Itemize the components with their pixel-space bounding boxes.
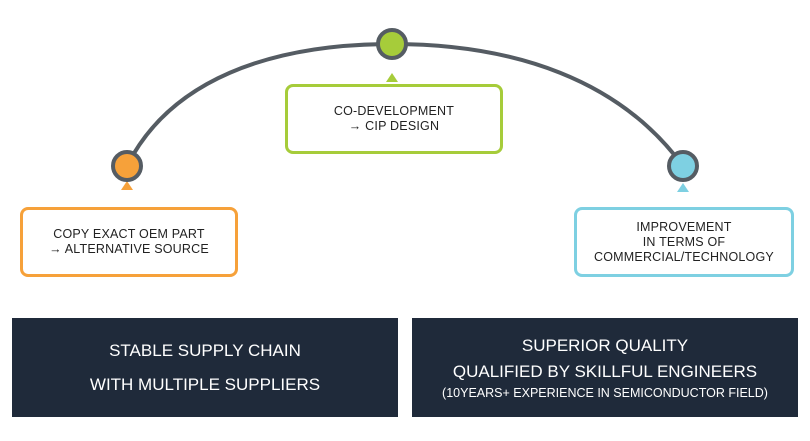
stage-card-improvement: IMPROVEMENT IN TERMS OF COMMERCIAL/TECHN…: [574, 207, 794, 277]
stage-card-copy-oem: COPY EXACT OEM PART → ALTERNATIVE SOURCE: [20, 207, 238, 277]
panel-supply-chain-line1: STABLE SUPPLY CHAIN: [109, 340, 301, 360]
stage-card-improvement-line3: COMMERCIAL/TECHNOLOGY: [594, 249, 774, 264]
stage-card-copy-oem-line1: COPY EXACT OEM PART: [53, 227, 205, 241]
left-node: [111, 150, 143, 182]
panel-quality: SUPERIOR QUALITY QUALIFIED BY SKILLFUL E…: [412, 318, 798, 417]
stage-card-co-development: CO-DEVELOPMENT → CIP DESIGN: [285, 84, 503, 154]
panel-supply-chain-line2: WITH MULTIPLE SUPPLIERS: [89, 374, 321, 394]
stage-card-copy-oem-line2: → ALTERNATIVE SOURCE: [49, 242, 209, 256]
center-card-pointer: [386, 73, 398, 82]
center-node: [376, 28, 408, 60]
panel-quality-line2: QUALIFIED BY SKILLFUL ENGINEERS: [452, 361, 758, 381]
panel-quality-line1: SUPERIOR QUALITY: [521, 335, 689, 355]
panel-supply-chain: STABLE SUPPLY CHAIN WITH MULTIPLE SUPPLI…: [12, 318, 398, 417]
left-card-pointer: [121, 181, 133, 190]
panel-quality-line3: (10YEARS+ EXPERIENCE IN SEMICONDUCTOR FI…: [442, 385, 768, 400]
right-card-pointer: [677, 183, 689, 192]
stage-card-improvement-line2: IN TERMS OF: [642, 234, 726, 249]
right-node: [667, 150, 699, 182]
stage-card-improvement-line1: IMPROVEMENT: [636, 219, 732, 234]
stage-card-co-development-line2: → CIP DESIGN: [348, 119, 440, 133]
stage-card-co-development-line1: CO-DEVELOPMENT: [333, 104, 455, 118]
